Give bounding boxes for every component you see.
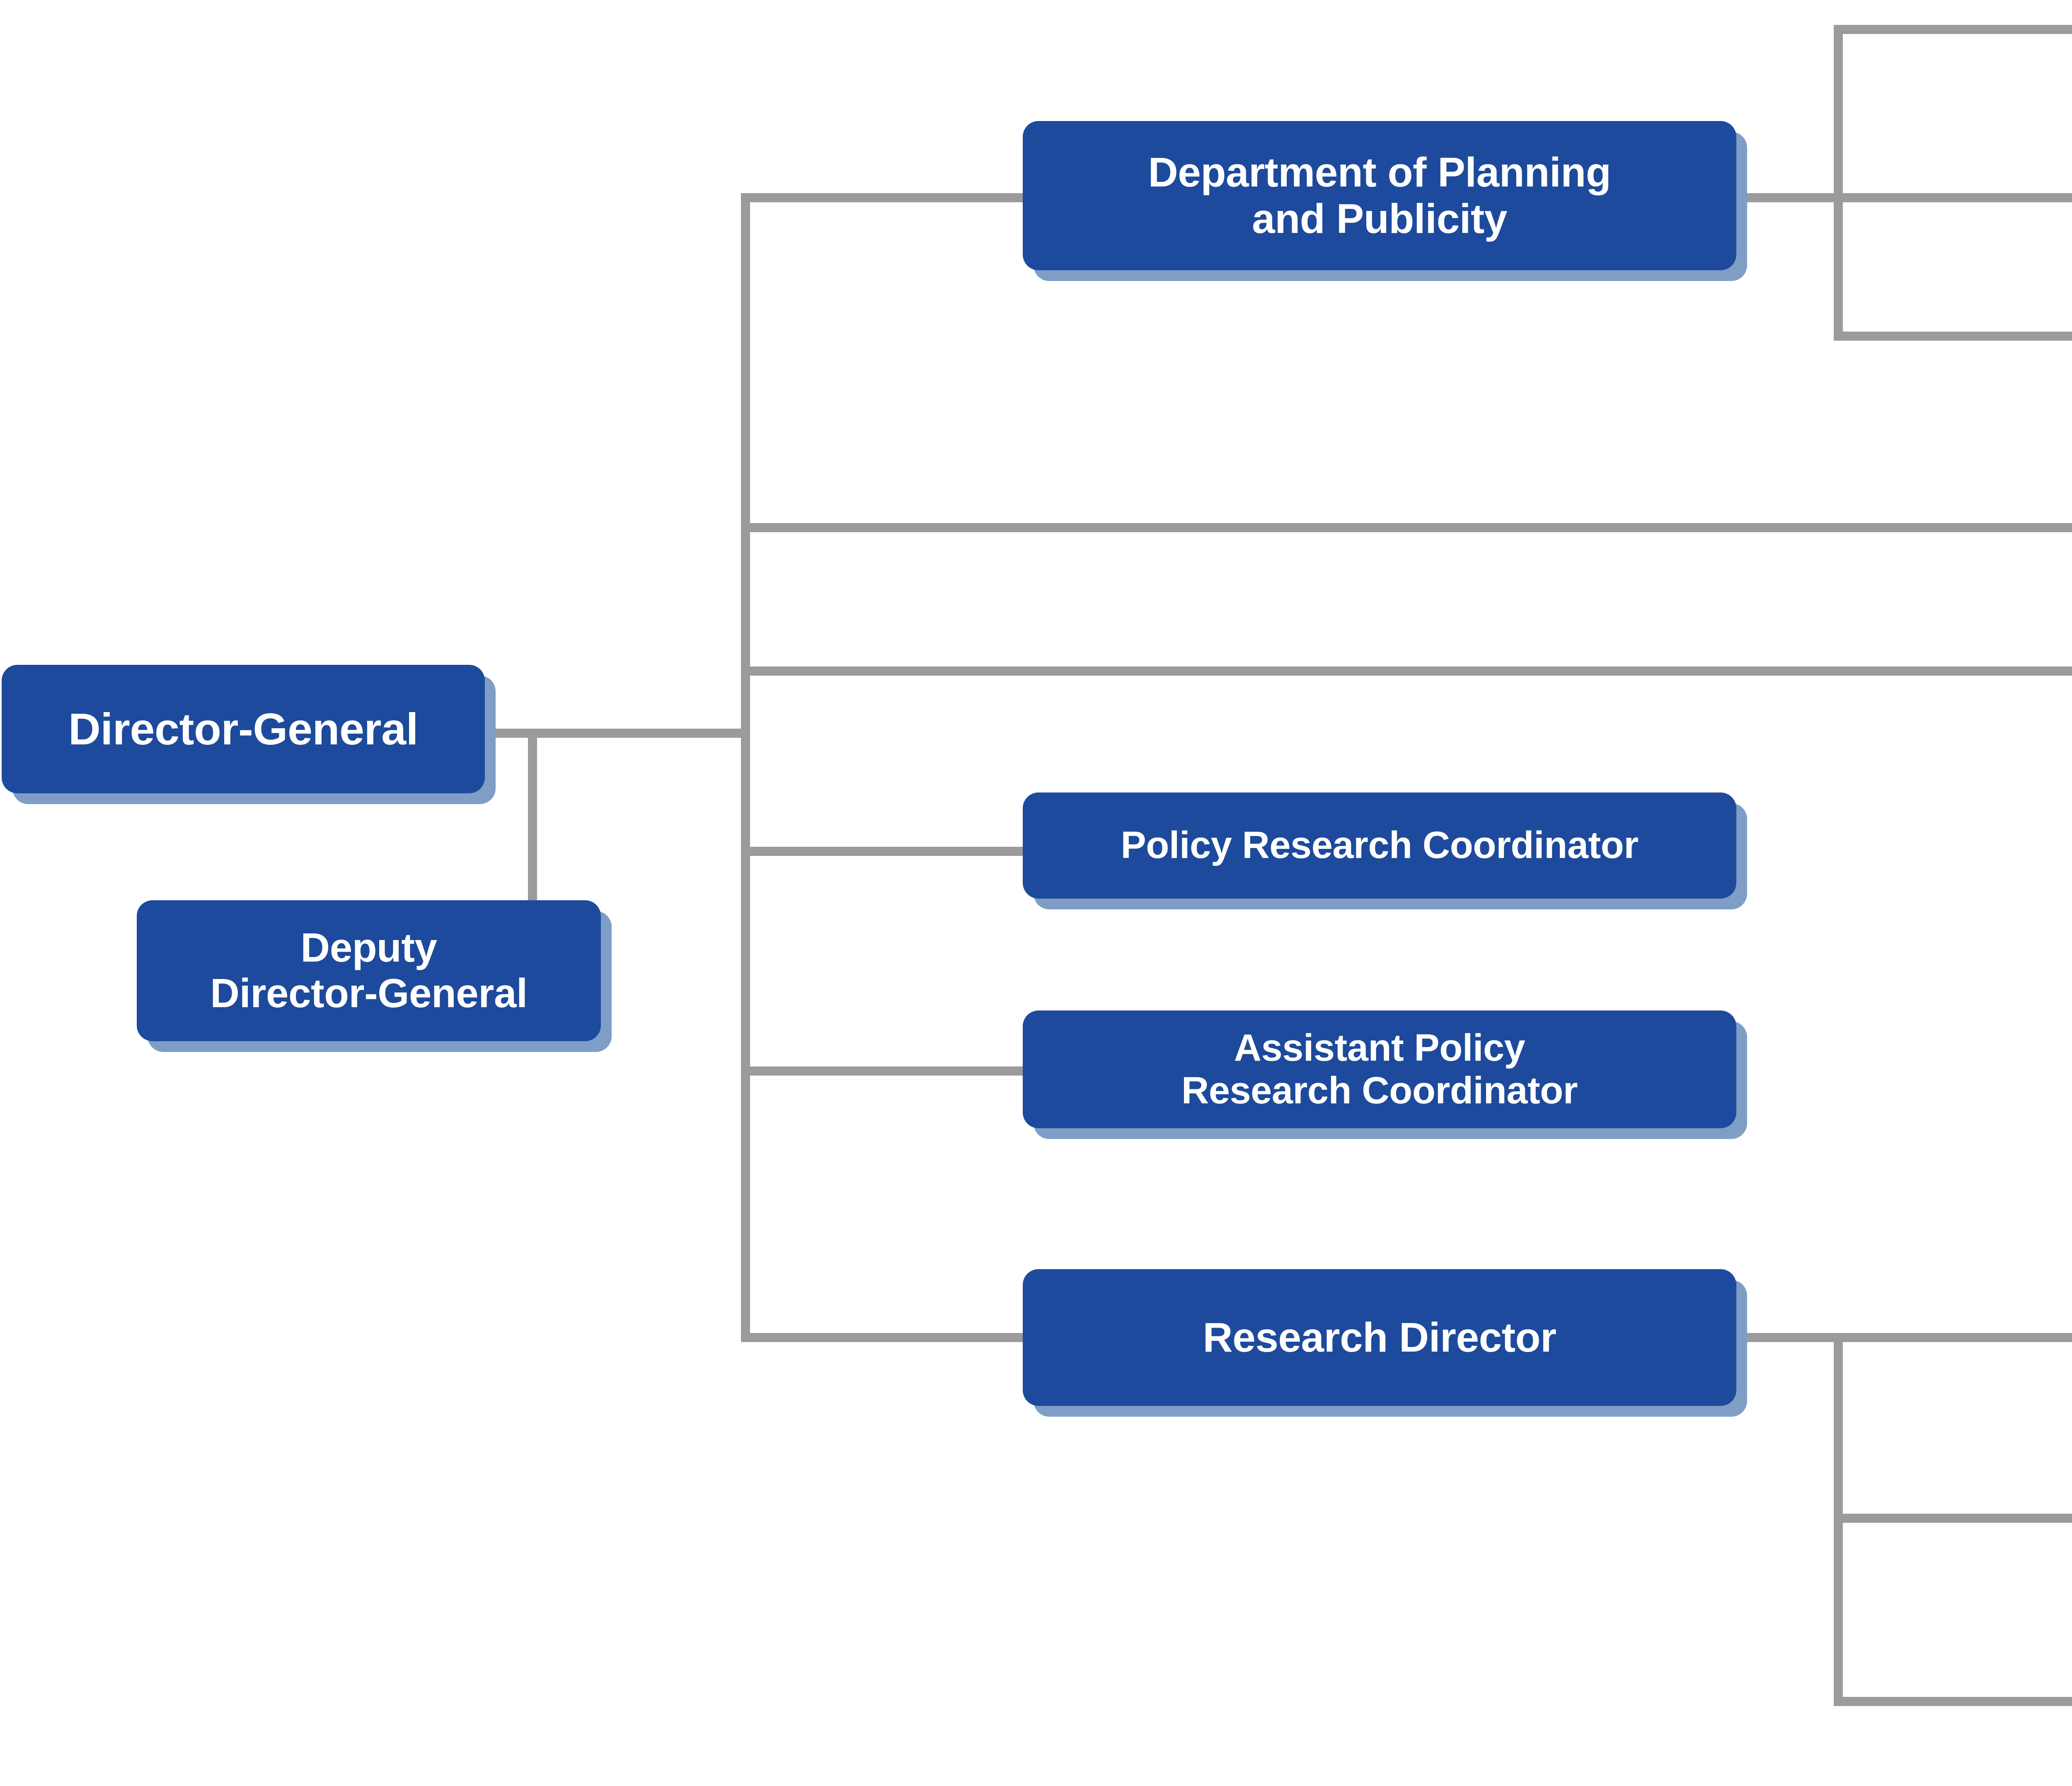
connector-branch-accounting bbox=[741, 666, 2072, 676]
node-policy-research-coordinator-label: Policy Research Coordinator bbox=[1121, 824, 1639, 867]
node-assistant-policy-research-coordinator-label: Assistant Policy Research Coordinator bbox=[1181, 1026, 1578, 1112]
node-department-planning-publicity[interactable]: Department of Planning and Publicity bbox=[1023, 121, 1736, 270]
connector-research-director-to-senior bbox=[1834, 1514, 2072, 1523]
connector-branch-policy-research bbox=[741, 847, 1023, 856]
connector-dept-planning-to-public-relations bbox=[1834, 332, 2072, 341]
connector-dept-planning-to-planning-division bbox=[1834, 25, 2072, 34]
node-deputy-director-general-label: Deputy Director-General bbox=[210, 925, 528, 1016]
node-research-director[interactable]: Research Director bbox=[1023, 1269, 1736, 1406]
connector-research-director-to-chief bbox=[1834, 1333, 2072, 1342]
connector-research-director-stub bbox=[1734, 1333, 1842, 1342]
connector-dg-to-deputy-vertical bbox=[528, 729, 537, 948]
connector-dept-planning-stub bbox=[1734, 193, 1842, 202]
connector-dept-planning-to-external-relations bbox=[1834, 193, 2072, 202]
connector-dept-planning-subtrunk bbox=[1834, 25, 1843, 341]
connector-branch-dept-planning bbox=[741, 193, 1023, 202]
node-director-general[interactable]: Director-General bbox=[2, 665, 485, 793]
connector-branch-general-affairs bbox=[741, 523, 2072, 532]
node-research-director-label: Research Director bbox=[1203, 1314, 1556, 1361]
connector-branch-assistant-policy bbox=[741, 1066, 1023, 1076]
node-department-planning-publicity-label: Department of Planning and Publicity bbox=[1148, 149, 1611, 242]
node-assistant-policy-research-coordinator[interactable]: Assistant Policy Research Coordinator bbox=[1023, 1011, 1736, 1128]
connector-research-director-to-researcher bbox=[1834, 1697, 2072, 1706]
node-policy-research-coordinator[interactable]: Policy Research Coordinator bbox=[1023, 792, 1736, 899]
connector-branch-research-director bbox=[741, 1333, 1023, 1342]
node-deputy-director-general[interactable]: Deputy Director-General bbox=[137, 900, 601, 1041]
node-director-general-label: Director-General bbox=[68, 703, 419, 754]
connector-main-trunk bbox=[741, 193, 750, 1342]
connector-dg-stub bbox=[487, 729, 748, 738]
